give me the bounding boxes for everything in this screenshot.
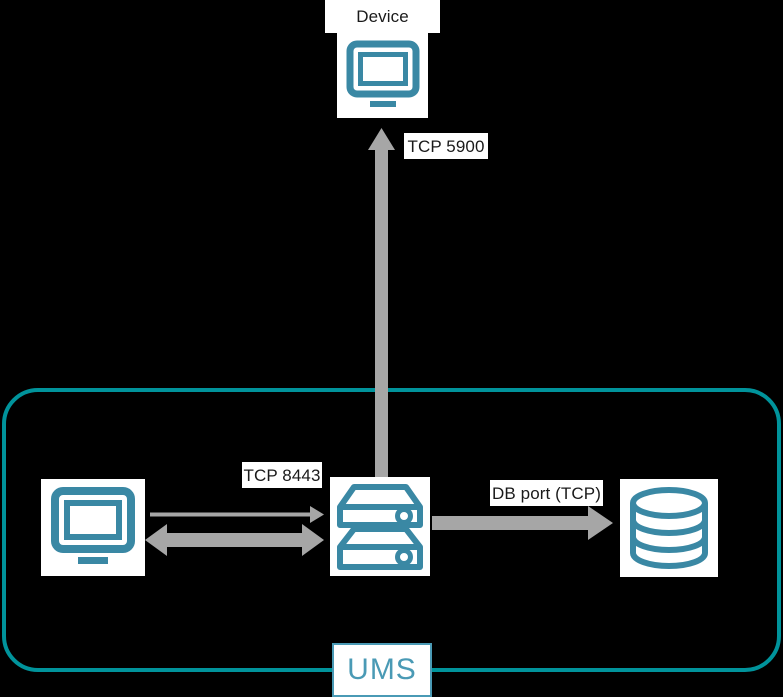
- connection-label-tcp-8443: TCP 8443: [242, 462, 322, 488]
- database-icon: [627, 486, 711, 570]
- connection-label-db-port: DB port (TCP): [490, 480, 603, 506]
- server-icon: [334, 481, 426, 573]
- monitor-icon: [50, 486, 136, 569]
- ums-boundary-label: UMS: [332, 643, 432, 697]
- database-node[interactable]: [620, 479, 718, 577]
- device-node[interactable]: [337, 33, 428, 118]
- client-node[interactable]: [41, 479, 145, 576]
- connection-label-tcp-5900: TCP 5900: [404, 133, 488, 159]
- device-label: Device: [325, 0, 440, 33]
- monitor-icon: [346, 40, 420, 112]
- ums-boundary-label-text: UMS: [347, 653, 417, 686]
- server-node[interactable]: [330, 477, 430, 576]
